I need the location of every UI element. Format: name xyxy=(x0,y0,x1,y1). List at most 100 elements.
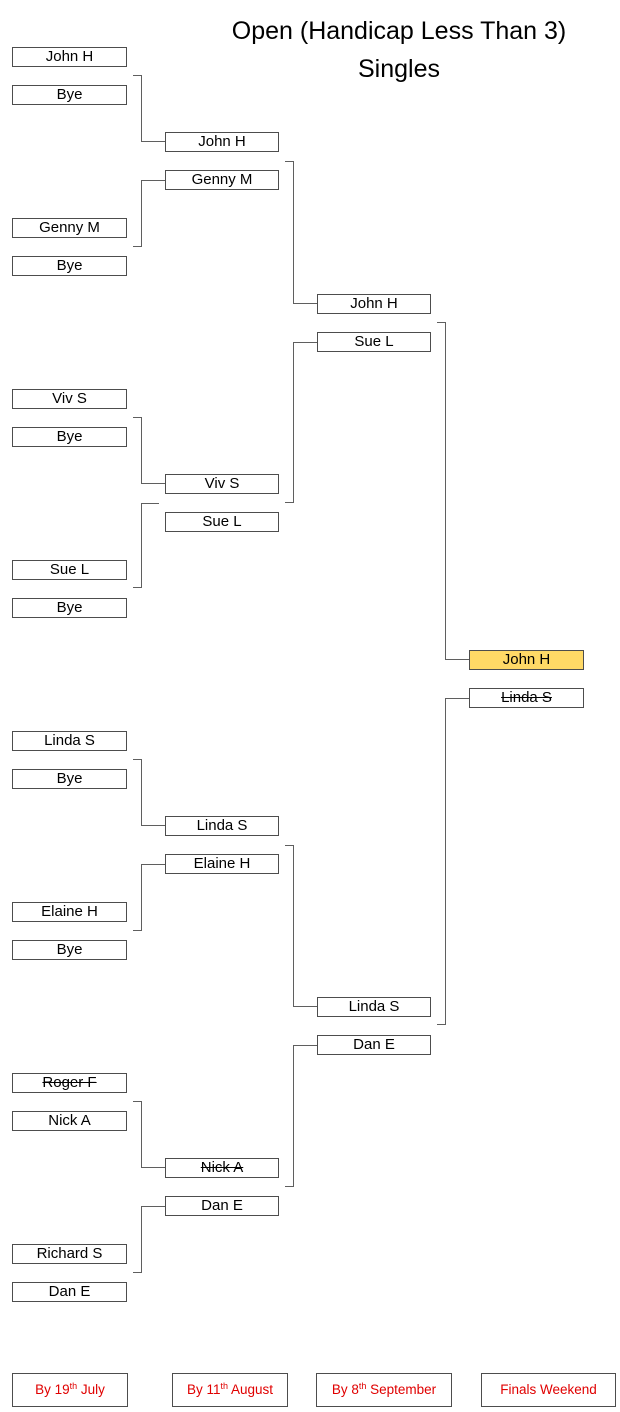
round2-slot: Nick A xyxy=(165,1158,279,1178)
player-name: Linda S xyxy=(501,689,552,706)
round1-slot: Elaine H xyxy=(12,902,127,922)
bracket-connector xyxy=(437,322,446,323)
bracket-connector xyxy=(133,930,142,931)
round3-slot: Linda S xyxy=(317,997,431,1017)
round2-slot: Viv S xyxy=(165,474,279,494)
player-name: Viv S xyxy=(204,475,240,492)
bracket-connector xyxy=(437,1024,446,1025)
champion-slot: John H xyxy=(469,650,584,670)
player-name: Dan E xyxy=(201,1197,243,1214)
round1-slot: Bye xyxy=(12,598,127,618)
bracket-connector xyxy=(141,825,165,826)
player-name: Bye xyxy=(56,599,83,616)
round2-slot: Elaine H xyxy=(165,854,279,874)
round2-slot: Linda S xyxy=(165,816,279,836)
bracket-connector xyxy=(293,1045,294,1187)
bracket-connector xyxy=(133,246,142,247)
player-name: Bye xyxy=(56,257,83,274)
player-name: Linda S xyxy=(196,817,248,834)
bracket-connector xyxy=(293,161,294,304)
bracket-connector xyxy=(133,1101,142,1102)
player-name: Nick A xyxy=(48,1112,91,1129)
bracket-connector xyxy=(293,342,294,503)
deadline-text: September xyxy=(366,1382,437,1397)
bracket-connector xyxy=(285,1186,294,1187)
player-name: Elaine H xyxy=(193,855,251,872)
round1-slot: Viv S xyxy=(12,389,127,409)
round1-slot: Bye xyxy=(12,769,127,789)
bracket-connector xyxy=(141,417,142,484)
ordinal-suffix: th xyxy=(220,1381,228,1391)
round1-slot: John H xyxy=(12,47,127,67)
round2-slot: Dan E xyxy=(165,1196,279,1216)
player-name: Viv S xyxy=(52,390,87,407)
round3-slot: Dan E xyxy=(317,1035,431,1055)
player-name: Genny M xyxy=(191,171,253,188)
bracket-connector xyxy=(293,1006,317,1007)
deadline-text: August xyxy=(228,1382,274,1397)
deadline-text: July xyxy=(77,1382,105,1397)
bracket-connector xyxy=(133,417,142,418)
player-name: John H xyxy=(198,133,246,150)
round1-slot: Roger F xyxy=(12,1073,127,1093)
round1-slot: Richard S xyxy=(12,1244,127,1264)
player-name: Sue L xyxy=(354,333,394,350)
bracket-connector xyxy=(293,303,317,304)
bracket-connector xyxy=(133,587,142,588)
bracket-connector xyxy=(293,1045,317,1046)
round1-slot: Bye xyxy=(12,256,127,276)
bracket-connector xyxy=(141,75,142,142)
bracket-connector xyxy=(141,503,142,588)
round1-slot: Bye xyxy=(12,940,127,960)
player-name: John H xyxy=(350,295,398,312)
player-name: Sue L xyxy=(49,561,90,578)
player-name: Linda S xyxy=(44,732,95,749)
player-name: Bye xyxy=(56,86,83,103)
player-name: Nick A xyxy=(200,1159,244,1176)
round1-slot: Linda S xyxy=(12,731,127,751)
round1-slot: Sue L xyxy=(12,560,127,580)
bracket-connector xyxy=(141,483,165,484)
bracket-connector xyxy=(141,1206,165,1207)
player-name: John H xyxy=(502,651,551,668)
bracket-connector xyxy=(445,659,469,660)
player-name: Genny M xyxy=(39,219,100,236)
title-line-1: Open (Handicap Less Than 3) xyxy=(231,17,567,45)
bracket-connector xyxy=(141,864,142,931)
round2-slot: Genny M xyxy=(165,170,279,190)
player-name: Dan E xyxy=(48,1283,91,1300)
player-name: Richard S xyxy=(36,1245,103,1262)
round3-slot: John H xyxy=(317,294,431,314)
page-title: Open (Handicap Less Than 3) Singles xyxy=(200,12,598,88)
bracket-connector xyxy=(285,845,294,846)
deadline-round3: By 8th September xyxy=(316,1373,452,1407)
bracket-connector xyxy=(141,141,165,142)
deadline-text: By 19 xyxy=(35,1382,70,1397)
round1-slot: Nick A xyxy=(12,1111,127,1131)
ordinal-suffix: th xyxy=(69,1381,78,1391)
deadline-round2: By 11th August xyxy=(172,1373,288,1407)
player-name: Roger F xyxy=(42,1074,97,1091)
deadline-text: By 11 xyxy=(186,1382,221,1397)
bracket-connector xyxy=(293,342,317,343)
round1-slot: Bye xyxy=(12,427,127,447)
bracket-connector xyxy=(445,698,446,1025)
player-name: Bye xyxy=(56,941,83,958)
title-line-2: Singles xyxy=(358,55,440,83)
ordinal-suffix: th xyxy=(358,1381,367,1391)
bracket-connector xyxy=(293,845,294,1006)
runner-up-slot: Linda S xyxy=(469,688,584,708)
bracket-connector xyxy=(141,1101,142,1168)
bracket-connector xyxy=(133,1272,142,1273)
round1-slot: Dan E xyxy=(12,1282,127,1302)
round2-slot: Sue L xyxy=(165,512,279,532)
player-name: John H xyxy=(45,48,94,65)
deadline-text: By 8 xyxy=(331,1382,359,1397)
deadline-final: Finals Weekend xyxy=(481,1373,616,1407)
bracket-connector xyxy=(141,180,142,247)
bracket-connector xyxy=(445,322,446,660)
player-name: Elaine H xyxy=(41,903,98,920)
bracket-connector xyxy=(445,698,469,699)
round1-slot: Genny M xyxy=(12,218,127,238)
bracket-connector xyxy=(285,502,294,503)
